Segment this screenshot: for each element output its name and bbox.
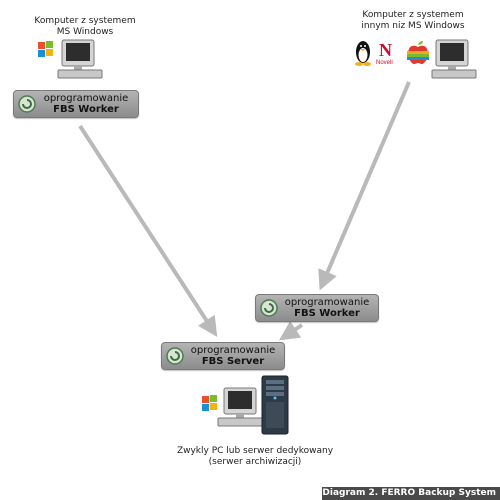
node-label: oprogramowanie FBS Server [190,345,276,367]
node-label: oprogramowanie FBS Worker [43,93,129,115]
computer-monitor-icon [431,39,477,79]
windows-client-caption: Komputer z systemem MS Windows [34,16,136,37]
fbs-logo-icon [260,299,278,317]
server-machine-caption: Zwykly PC lub serwer dedykowany (serwer … [176,446,334,467]
computer-monitor-icon [57,39,103,79]
node-fbs-worker-middle: oprogramowanie FBS Worker [255,294,379,322]
apple-logo-icon [407,41,429,64]
other-client-caption: Komputer z systemem innym niz MS Windows [361,10,465,31]
arrow-worker-left-to-server [78,124,218,338]
svg-text:Novell: Novell [376,60,393,66]
svg-text:N: N [379,40,392,60]
fbs-logo-icon [18,95,36,113]
diagram-footer: Diagram 2. FERRO Backup System [322,487,500,500]
server-machine [202,375,289,435]
windows-logo-icon [38,41,53,57]
linux-tux-icon [355,41,371,66]
arrow-other-client-to-worker [318,81,411,291]
windows-client-computer [38,39,103,79]
computer-monitor-icon [217,387,263,427]
arrow-worker-middle-to-server [279,320,304,341]
other-client-computer: N Novell [355,39,477,79]
novell-logo-icon: N Novell [376,40,393,66]
node-fbs-server: oprogramowanie FBS Server [161,342,285,370]
server-tower-icon [261,375,289,435]
windows-logo-icon [202,395,217,411]
node-fbs-worker-left: oprogramowanie FBS Worker [13,90,139,118]
node-label: oprogramowanie FBS Worker [284,297,370,319]
fbs-logo-icon [166,347,184,365]
